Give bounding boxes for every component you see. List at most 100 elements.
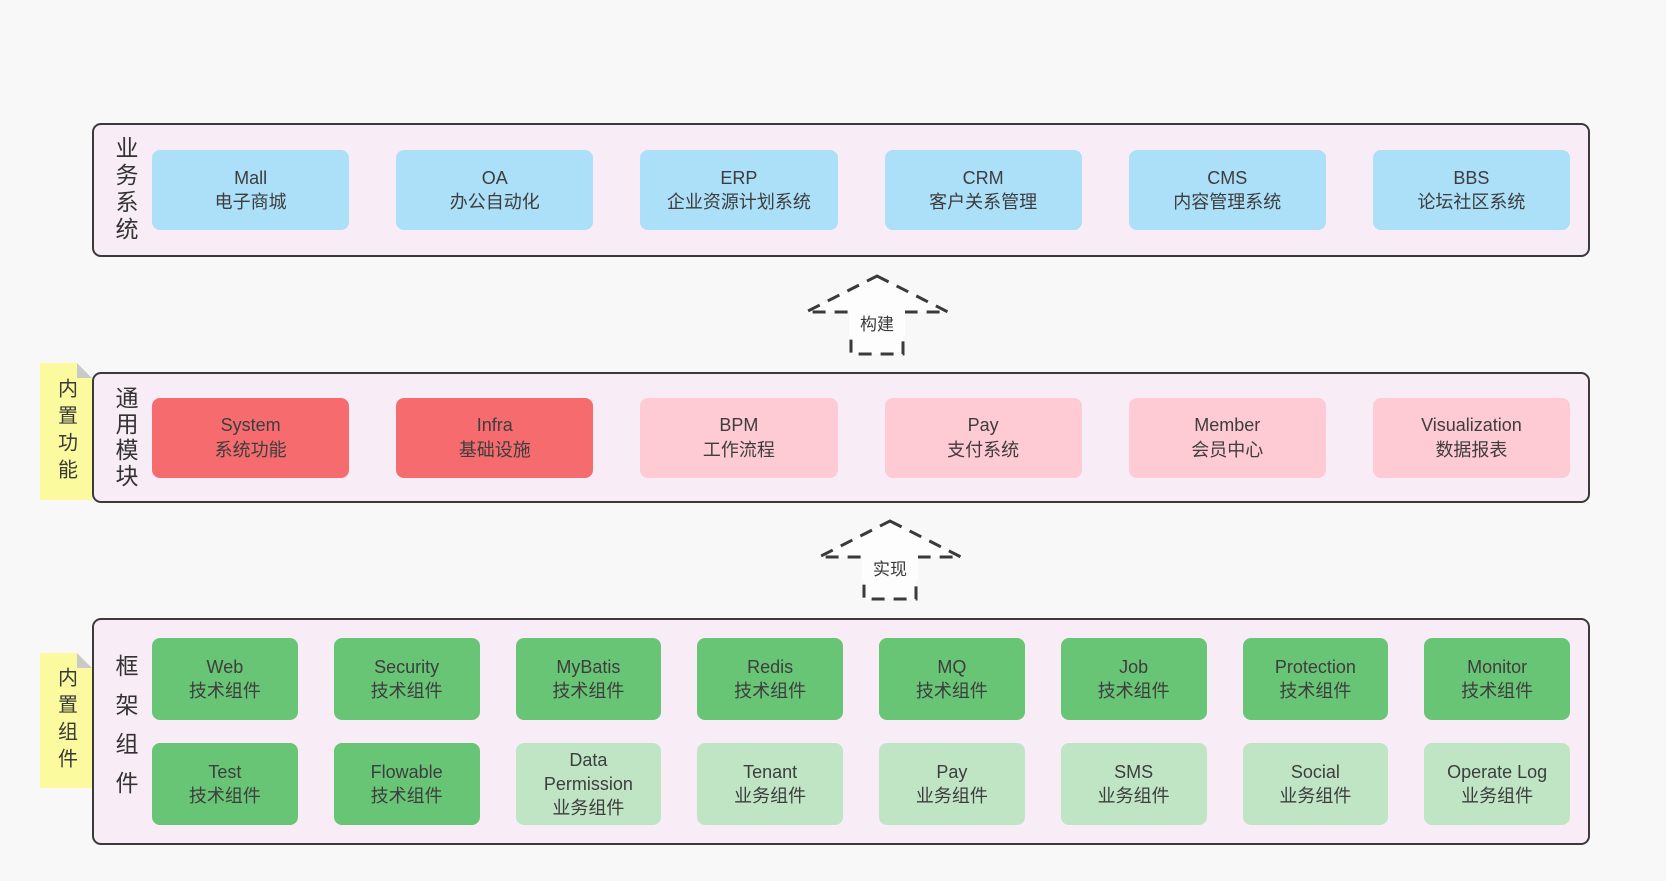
node-name: Web	[206, 656, 244, 677]
node-name: Job	[1119, 656, 1149, 677]
layer-title-framework-components: 框架组件	[112, 653, 138, 810]
node-name: Test	[208, 761, 242, 782]
node-subtitle: 技术组件	[1097, 681, 1170, 701]
node-subtitle: 内容管理系统	[1173, 192, 1282, 212]
layer-title-common-modules: 通用模块	[112, 385, 138, 490]
node-subtitle: 办公自动化	[449, 192, 540, 212]
node-bbs: BBS 论坛社区系统	[1372, 150, 1571, 230]
node-name: ERP	[720, 167, 758, 188]
node-subtitle: 技术组件	[188, 681, 261, 701]
arrow-label: 构建	[860, 315, 894, 334]
node-name: Data Permission	[543, 749, 633, 794]
node-member: Member 会员中心	[1128, 397, 1326, 478]
node-monitor: Monitor 技术组件	[1424, 638, 1570, 720]
arrow-implement: 实现	[818, 519, 962, 601]
node-cms: CMS 内容管理系统	[1128, 150, 1326, 230]
arrow-label-background	[862, 554, 918, 581]
node-subtitle: 技术组件	[552, 681, 625, 701]
node-name: Monitor	[1467, 656, 1528, 677]
node-subtitle: 业务组件	[734, 786, 807, 806]
node-subtitle: 系统功能	[214, 439, 287, 460]
node-subtitle: 会员中心	[1191, 439, 1264, 460]
node-subtitle: 业务组件	[1461, 786, 1534, 806]
node-name: Operate Log	[1447, 761, 1548, 782]
node-infra: Infra 基础设施	[396, 397, 594, 478]
node-sms: SMS 业务组件	[1060, 743, 1207, 825]
node-name: Infra	[476, 415, 513, 436]
layer-framework-components: 框架组件 Web 技术组件 Security 技术组件 MyBatis 技术组件 Redis…	[92, 618, 1590, 845]
sticky-fold-corner	[77, 653, 92, 668]
layer-title-business-systems: 业务系统	[112, 136, 138, 244]
node-test: Test 技术组件	[152, 743, 298, 825]
arrow-label: 实现	[873, 560, 907, 579]
node-name: BBS	[1453, 167, 1490, 188]
node-mybatis: MyBatis 技术组件	[515, 638, 662, 720]
node-subtitle: 企业资源计划系统	[666, 192, 811, 212]
arrow-label-background	[849, 309, 905, 336]
node-visualization: Visualization 数据报表	[1372, 397, 1571, 478]
sticky-note-text: 内置功能	[54, 377, 77, 486]
node-web: Web 技术组件	[152, 638, 298, 720]
node-name: Flowable	[370, 761, 443, 782]
node-name: Member	[1194, 415, 1261, 436]
node-name: SMS	[1114, 761, 1154, 782]
node-name: MyBatis	[556, 656, 621, 677]
node-subtitle: 支付系统	[947, 439, 1020, 460]
node-subtitle: 业务组件	[1097, 786, 1170, 806]
node-name: OA	[481, 167, 508, 188]
node-name: Pay	[936, 761, 968, 782]
node-flowable: Flowable 技术组件	[333, 743, 480, 825]
node-name: CRM	[962, 167, 1004, 188]
node-name: System	[220, 415, 281, 436]
node-name: Mall	[234, 167, 268, 188]
node-oa: OA 办公自动化	[396, 150, 594, 230]
node-subtitle: 技术组件	[370, 786, 443, 806]
node-subtitle: 技术组件	[370, 681, 443, 701]
node-system: System 系统功能	[152, 397, 350, 478]
node-pay: Pay 业务组件	[879, 743, 1025, 825]
node-operate-log: Operate Log 业务组件	[1424, 743, 1570, 825]
node-subtitle: 技术组件	[1279, 681, 1352, 701]
node-name: CMS	[1207, 167, 1248, 188]
node-subtitle: 业务组件	[552, 798, 625, 819]
node-subtitle: 业务组件	[915, 786, 988, 806]
node-social: Social 业务组件	[1242, 743, 1389, 825]
sticky-fold-corner	[77, 363, 92, 378]
node-subtitle: 技术组件	[915, 681, 988, 701]
node-subtitle: 论坛社区系统	[1417, 192, 1526, 212]
node-name: Security	[374, 656, 440, 677]
node-name: BPM	[719, 415, 759, 436]
node-subtitle: 业务组件	[1279, 786, 1352, 806]
node-subtitle: 基础设施	[458, 439, 531, 460]
node-name: Social	[1290, 761, 1340, 782]
sticky-note-text: 内置组件	[54, 666, 77, 775]
node-protection: Protection 技术组件	[1242, 638, 1389, 720]
node-name: MQ	[937, 656, 967, 677]
node-subtitle: 技术组件	[1461, 681, 1534, 701]
node-security: Security 技术组件	[333, 638, 480, 720]
node-subtitle: 数据报表	[1435, 439, 1508, 460]
node-name: Visualization	[1421, 415, 1522, 436]
node-erp: ERP 企业资源计划系统	[640, 150, 838, 230]
node-subtitle: 技术组件	[188, 786, 261, 806]
sticky-note-built-in-components: 内置组件	[40, 653, 92, 788]
node-name: Protection	[1274, 656, 1356, 677]
node-mq: MQ 技术组件	[879, 638, 1025, 720]
node-data-permission: Data Permission 业务组件	[515, 743, 662, 825]
node-subtitle: 工作流程	[702, 439, 775, 460]
